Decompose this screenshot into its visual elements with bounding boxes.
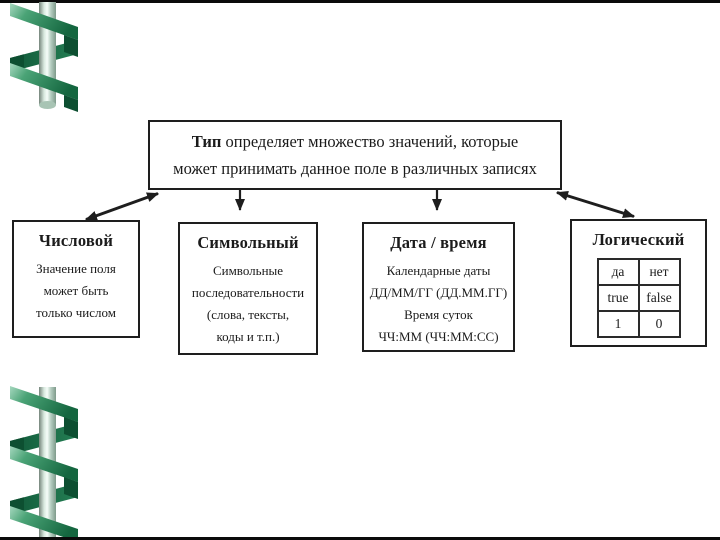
table-cell: 1	[596, 310, 640, 338]
description-line: может быть	[43, 283, 109, 298]
type-box-title: Дата / время	[390, 233, 487, 252]
spiral-decoration-bottom	[10, 386, 78, 537]
type-box-title: Символьный	[197, 233, 299, 252]
description-line: Календарные даты	[386, 263, 491, 278]
slide-bottom-border	[0, 537, 720, 540]
description-line: только числом	[36, 305, 116, 320]
table-row: 1 0	[596, 310, 681, 338]
table-cell: true	[596, 284, 640, 312]
arrow-to-numeric	[85, 192, 159, 221]
connector-arrows	[85, 190, 635, 221]
description-line: Значение поля	[36, 261, 116, 276]
type-box-title: Числовой	[38, 231, 114, 250]
description-line: ДД/ММ/ГГ (ДД.ММ.ГГ)	[369, 285, 508, 300]
type-box-description: Символьные последовательности (слова, те…	[180, 260, 316, 348]
slide-top-border	[0, 0, 720, 3]
type-box-logical: Логический да нет true false 1 0	[570, 219, 707, 347]
table-cell: 0	[637, 310, 681, 338]
logical-values-table: да нет true false 1 0	[596, 258, 681, 338]
description-line: последовательности	[191, 285, 305, 300]
definition-bold-word: Тип	[191, 132, 222, 151]
type-box-character: Символьный Символьные последовательности…	[178, 222, 318, 355]
type-box-description: Значение поля может быть только числом	[14, 258, 138, 324]
description-line: Время суток	[404, 307, 473, 322]
table-cell: нет	[637, 258, 681, 286]
table-row: true false	[596, 284, 681, 312]
description-line: Символьные	[212, 263, 284, 278]
description-line: ЧЧ:ММ (ЧЧ:ММ:СС)	[378, 329, 499, 344]
description-line: (слова, тексты,	[206, 307, 290, 322]
arrow-to-logical	[556, 190, 635, 219]
table-cell: false	[637, 284, 681, 312]
type-box-description: Календарные даты ДД/ММ/ГГ (ДД.ММ.ГГ) Вре…	[364, 260, 513, 348]
spiral-decoration-top	[10, 2, 78, 112]
type-box-title: Логический	[592, 230, 685, 249]
table-row: да нет	[596, 258, 681, 286]
definition-box: Тип определяет множество значений, котор…	[148, 120, 562, 190]
definition-text: определяет множество значений, которые м…	[173, 132, 537, 178]
type-box-numeric: Числовой Значение поля может быть только…	[12, 220, 140, 338]
type-box-datetime: Дата / время Календарные даты ДД/ММ/ГГ (…	[362, 222, 515, 352]
description-line: коды и т.п.)	[216, 329, 280, 344]
table-cell: да	[596, 258, 640, 286]
